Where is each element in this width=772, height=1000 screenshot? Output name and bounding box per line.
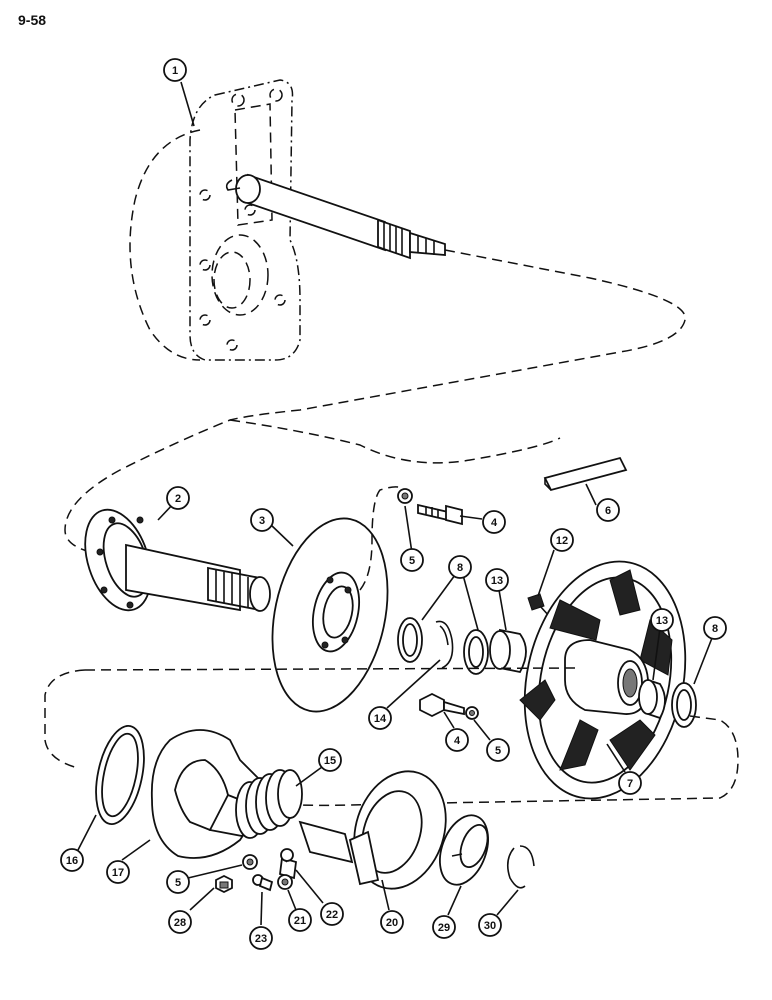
flanged-shaft: [84, 508, 271, 612]
callout-29: 29: [432, 915, 456, 939]
assembly-phantom-line-lower: [44, 667, 739, 807]
svg-text:4: 4: [491, 517, 498, 529]
svg-text:28: 28: [174, 917, 186, 929]
callout-22: 22: [320, 902, 344, 926]
bolt-lower: [419, 692, 479, 720]
svg-text:1: 1: [172, 65, 178, 77]
callout-13-left: 13: [485, 568, 509, 592]
bearing-housing: [298, 770, 447, 890]
svg-text:13: 13: [656, 615, 668, 627]
locking-collar: [439, 814, 489, 886]
callout-14: 14: [368, 706, 392, 730]
callout-8-right: 8: [703, 616, 727, 640]
page-number: 9-58: [18, 12, 47, 28]
clutch-disc: [271, 517, 389, 713]
clutch-spring: [235, 769, 303, 839]
gearbox-housing: [129, 79, 301, 361]
callout-6: 6: [596, 498, 620, 522]
key: [543, 456, 628, 492]
callout-30: 30: [478, 913, 502, 937]
svg-text:30: 30: [484, 920, 496, 932]
callout-5-upper: 5: [400, 548, 424, 572]
assembly-phantom-line-mid: [229, 419, 561, 464]
svg-text:22: 22: [326, 909, 338, 921]
callout-1: 1: [163, 58, 187, 82]
callout-16: 16: [60, 848, 84, 872]
svg-text:8: 8: [712, 623, 718, 635]
svg-text:7: 7: [627, 778, 633, 790]
svg-text:12: 12: [556, 535, 568, 547]
callout-2: 2: [166, 486, 190, 510]
snap-ring: [506, 845, 535, 889]
svg-text:29: 29: [438, 922, 450, 934]
callout-28: 28: [168, 910, 192, 934]
svg-text:2: 2: [175, 493, 181, 505]
callouts: 1 2 3 4 5 6 8 12 13 13 8 14 4 5 7 15 16 …: [60, 58, 727, 950]
svg-text:5: 5: [495, 745, 501, 757]
callout-5-hardware: 5: [166, 870, 190, 894]
callout-4-lower: 4: [445, 728, 469, 752]
svg-text:23: 23: [255, 933, 267, 945]
svg-text:20: 20: [386, 917, 398, 929]
svg-text:16: 16: [66, 855, 78, 867]
bolt-upper: [397, 488, 463, 526]
small-hardware: [215, 848, 297, 894]
svg-text:13: 13: [491, 575, 503, 587]
svg-text:21: 21: [294, 915, 306, 927]
svg-text:17: 17: [112, 867, 124, 879]
svg-text:15: 15: [324, 755, 336, 767]
svg-text:4: 4: [454, 735, 461, 747]
callout-8-left: 8: [448, 555, 472, 579]
bearing-and-ring-right: [638, 678, 697, 728]
callout-12: 12: [550, 528, 574, 552]
svg-text:8: 8: [457, 562, 463, 574]
svg-text:5: 5: [175, 877, 181, 889]
retaining-rings-group: [397, 617, 527, 675]
svg-text:14: 14: [374, 713, 387, 725]
callout-3: 3: [250, 508, 274, 532]
callout-21: 21: [288, 908, 312, 932]
callout-15: 15: [318, 748, 342, 772]
callout-7: 7: [618, 771, 642, 795]
assembly-phantom-line-upper: [64, 249, 686, 553]
callout-5-lower: 5: [486, 738, 510, 762]
callout-4-upper: 4: [482, 510, 506, 534]
svg-text:5: 5: [409, 555, 415, 567]
callout-17: 17: [106, 860, 130, 884]
sheave-pulley: [519, 560, 687, 800]
clutch-yoke: [150, 729, 263, 859]
svg-text:3: 3: [259, 515, 265, 527]
callout-13-right: 13: [650, 608, 674, 632]
assembly-phantom-line-disc: [359, 486, 403, 591]
seal-ring: [95, 724, 145, 826]
svg-text:6: 6: [605, 505, 611, 517]
callout-20: 20: [380, 910, 404, 934]
input-shaft: [225, 173, 446, 260]
callout-23: 23: [249, 926, 273, 950]
